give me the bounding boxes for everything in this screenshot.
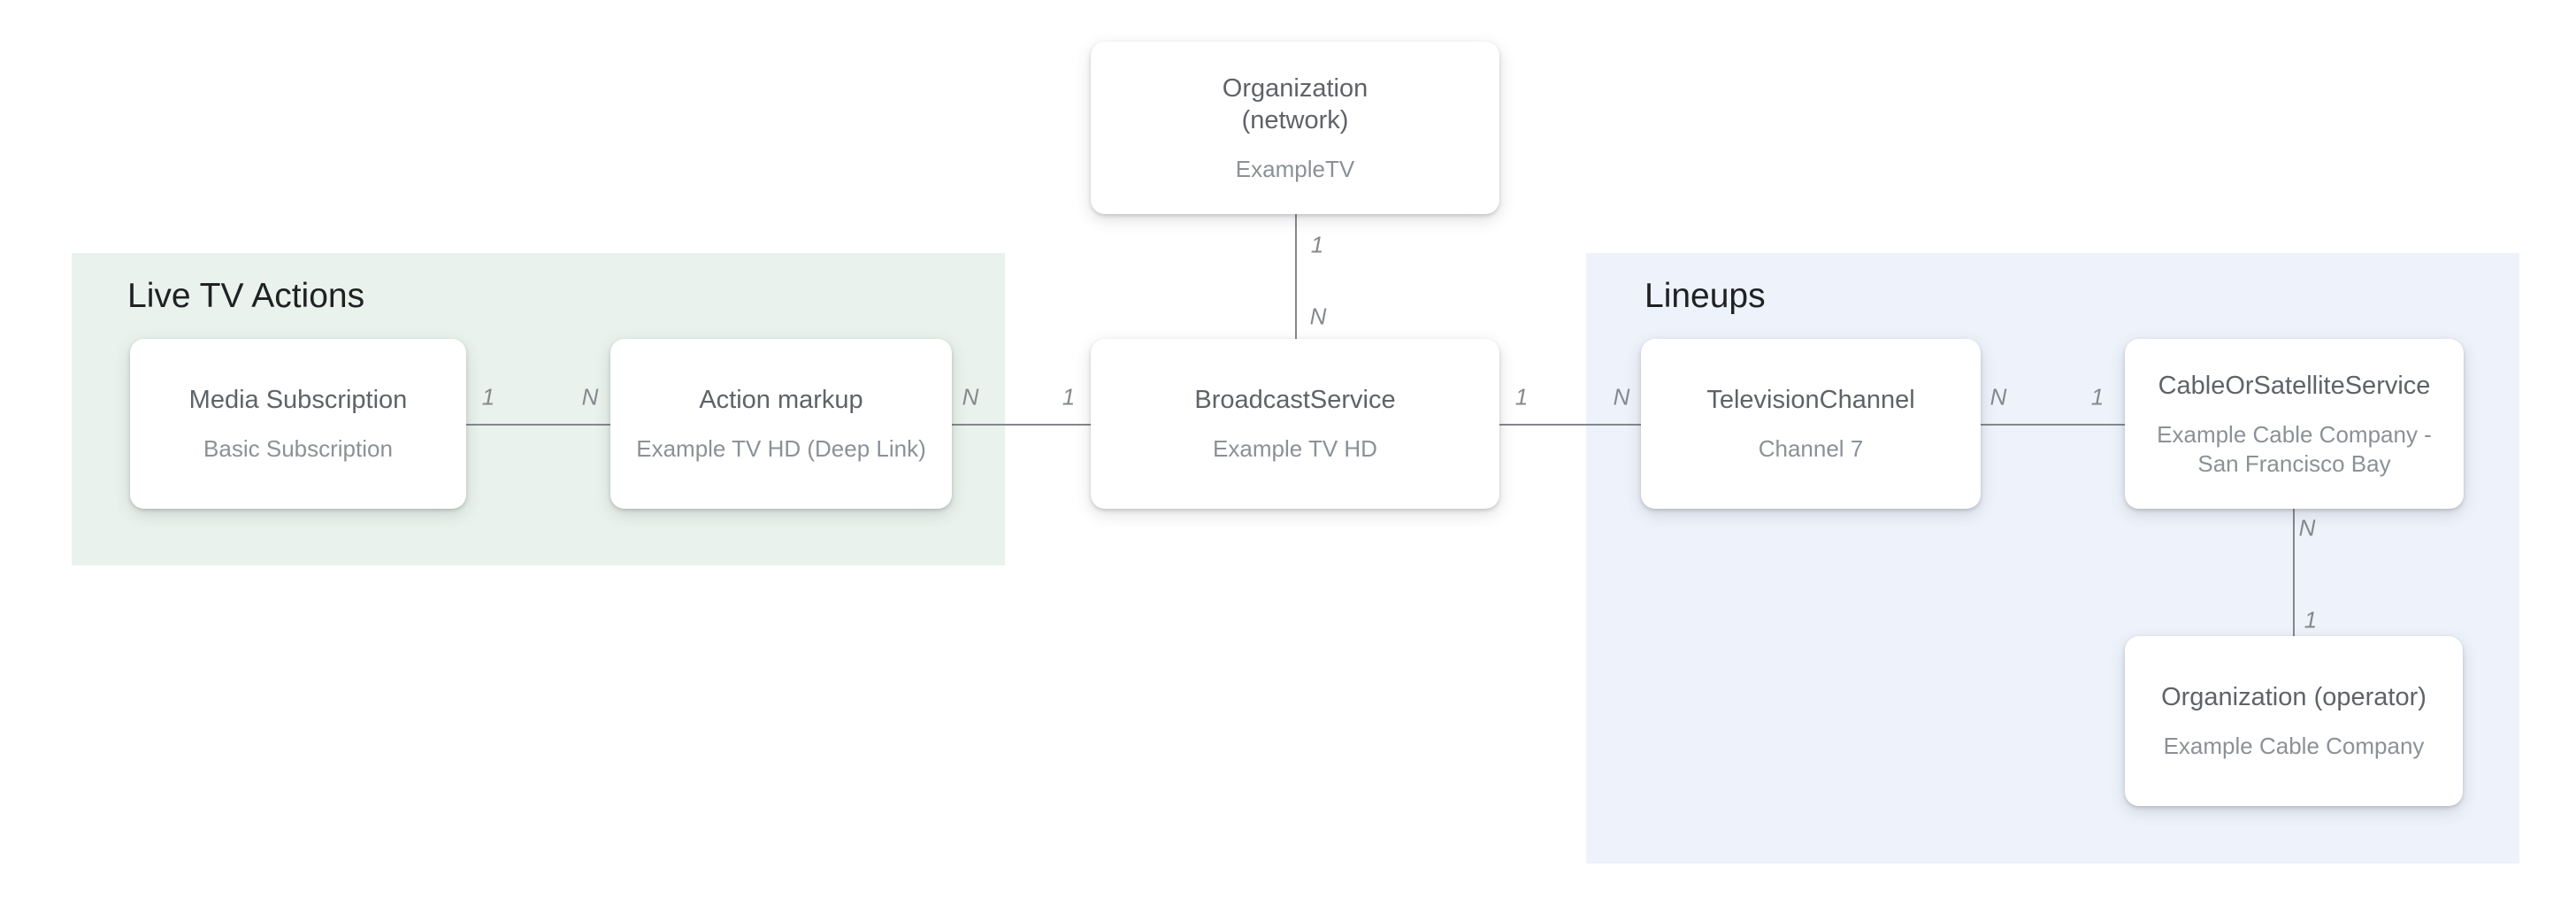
- node-media-subscription: Media Subscription Basic Subscription: [130, 339, 466, 509]
- cardinality-label: N: [962, 383, 979, 411]
- node-subtitle: Channel 7: [1759, 434, 1864, 464]
- cardinality-label: 1: [1514, 383, 1529, 411]
- cardinality-label: N: [1309, 303, 1327, 330]
- node-subtitle: Example TV HD: [1213, 434, 1377, 464]
- cardinality-label: 1: [2304, 606, 2318, 633]
- node-title: Media Subscription: [189, 384, 408, 416]
- connector-broadcast-to-channel: [1499, 424, 1641, 426]
- node-cable-or-satellite-service: CableOrSatelliteService Example Cable Co…: [2125, 339, 2464, 509]
- node-title-line: Organization (operator): [2161, 683, 2426, 711]
- node-title-line: BroadcastService: [1194, 386, 1396, 414]
- node-subtitle-line: San Francisco Bay: [2197, 449, 2391, 477]
- cardinality-label: N: [2298, 514, 2316, 541]
- node-title: BroadcastService: [1194, 384, 1395, 416]
- node-title: Action markup: [699, 384, 862, 416]
- node-title-line: Organization: [1222, 73, 1368, 103]
- node-subtitle-line: Basic Subscription: [203, 435, 393, 462]
- node-organization-network: Organization (network) ExampleTV: [1091, 42, 1499, 214]
- node-title-line: (network): [1241, 105, 1349, 134]
- node-subtitle-line: Channel 7: [1758, 435, 1864, 462]
- node-title: Organization (operator): [2161, 681, 2426, 713]
- cardinality-label: N: [1990, 383, 2007, 411]
- section-title-lineups: Lineups: [1644, 277, 1766, 315]
- cardinality-label: 1: [481, 383, 495, 411]
- connector-action-to-broadcast: [952, 424, 1091, 426]
- cardinality-label: 1: [1310, 231, 1324, 258]
- node-subtitle-line: ExampleTV: [1235, 155, 1355, 182]
- node-subtitle: Example Cable Company: [2164, 732, 2425, 761]
- connector-network-to-broadcast: [1295, 214, 1297, 339]
- connector-channel-to-cable: [1981, 424, 2125, 426]
- node-subtitle: Example Cable Company - San Francisco Ba…: [2157, 420, 2432, 479]
- connector-cable-to-operator: [2293, 509, 2295, 636]
- node-title: CableOrSatelliteService: [2158, 370, 2431, 402]
- node-organization-operator: Organization (operator) Example Cable Co…: [2125, 636, 2463, 806]
- node-subtitle-line: Example TV HD: [1213, 435, 1377, 462]
- node-title-line: CableOrSatelliteService: [2158, 371, 2431, 400]
- node-subtitle-line: Example Cable Company -: [2157, 420, 2432, 448]
- node-subtitle-line: Example TV HD (Deep Link): [636, 435, 926, 462]
- node-title-line: Media Subscription: [188, 386, 408, 414]
- cardinality-label: 1: [2090, 383, 2104, 411]
- node-subtitle: ExampleTV: [1236, 155, 1354, 184]
- node-broadcast-service: BroadcastService Example TV HD: [1091, 339, 1499, 509]
- node-subtitle: Example TV HD (Deep Link): [636, 434, 926, 464]
- node-title: TelevisionChannel: [1706, 384, 1914, 416]
- section-title-live-tv-actions: Live TV Actions: [127, 277, 365, 315]
- node-action-markup: Action markup Example TV HD (Deep Link): [610, 339, 952, 509]
- node-title: Organization (network): [1223, 73, 1368, 136]
- connector-media-to-action: [466, 424, 610, 426]
- node-title-line: TelevisionChannel: [1706, 386, 1915, 414]
- node-subtitle: Basic Subscription: [203, 434, 393, 464]
- cardinality-label: N: [1613, 383, 1630, 411]
- node-television-channel: TelevisionChannel Channel 7: [1641, 339, 1981, 509]
- cardinality-label: N: [581, 383, 599, 411]
- node-title-line: Action markup: [699, 386, 863, 414]
- node-subtitle-line: Example Cable Company: [2163, 733, 2425, 759]
- cardinality-label: 1: [1062, 383, 1076, 411]
